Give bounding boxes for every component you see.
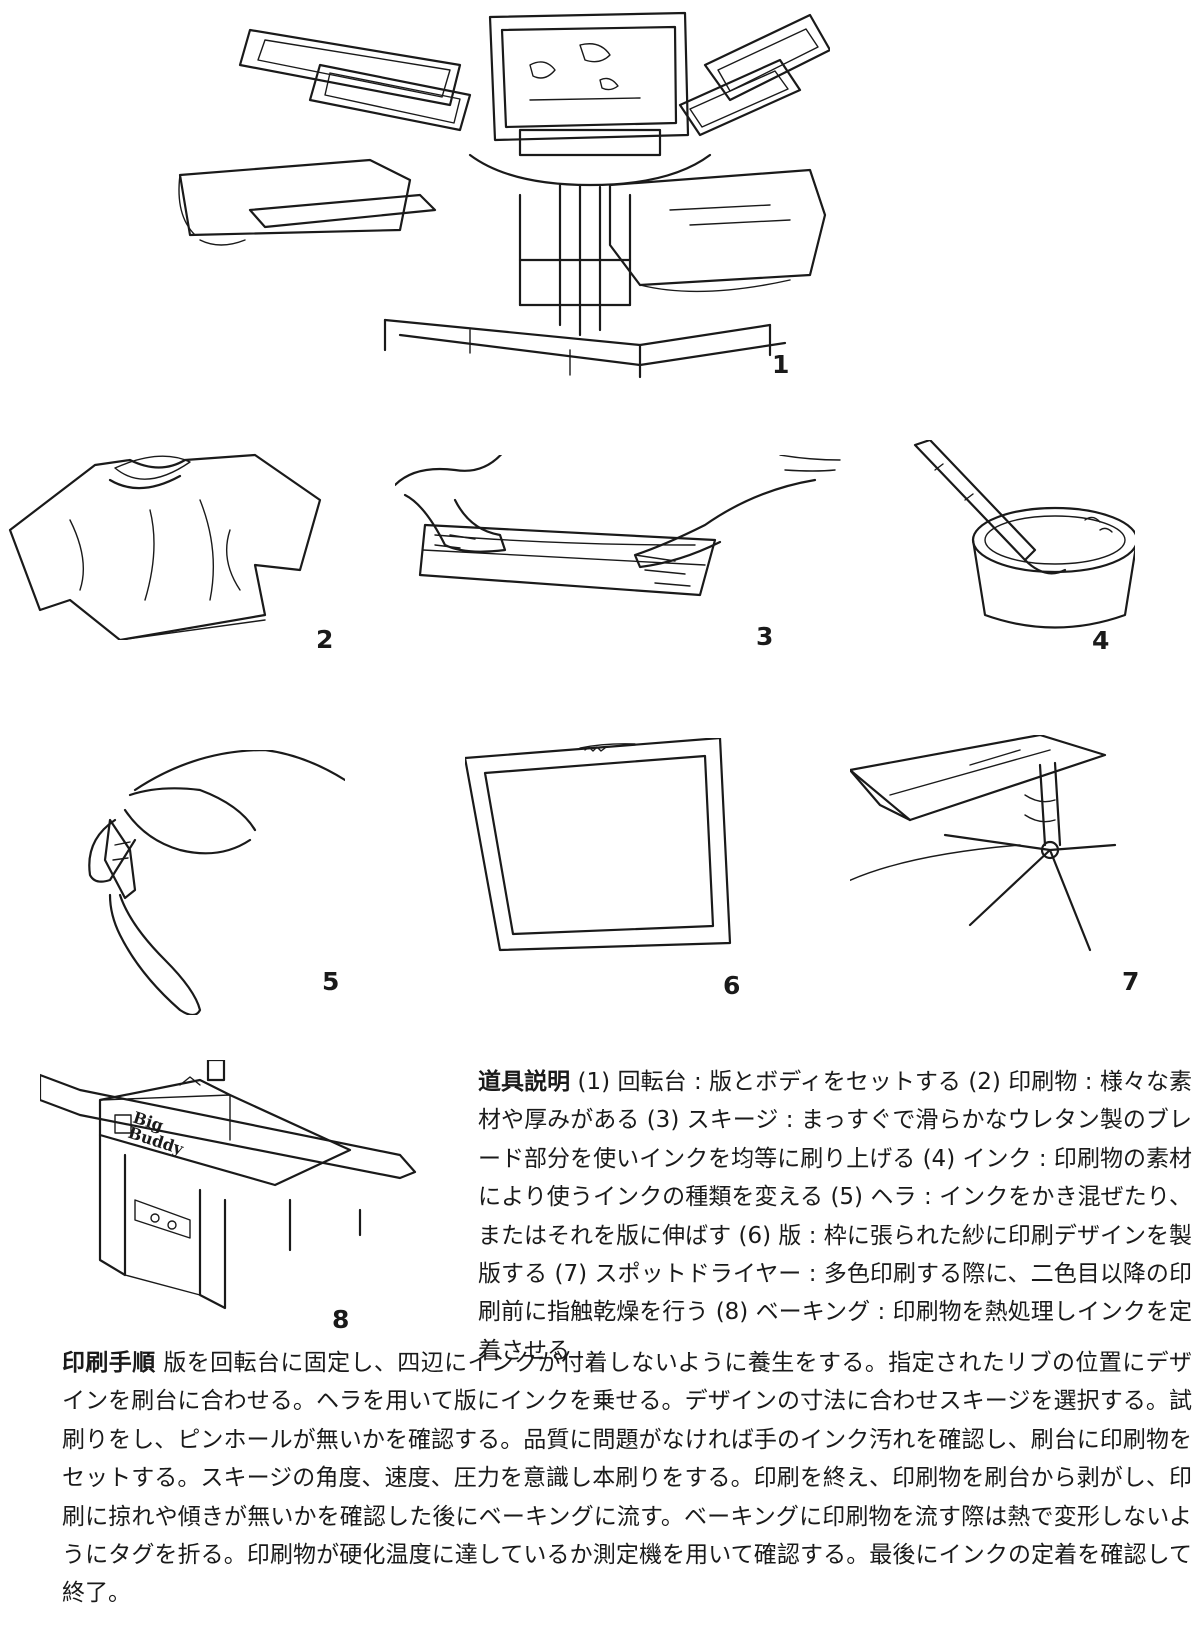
printing-procedure: 印刷手順 版を回転台に固定し、四辺にインクが付着しないように養生をする。指定され… bbox=[62, 1344, 1192, 1613]
figure-number: 3 bbox=[756, 622, 774, 651]
figure-number: 7 bbox=[1122, 967, 1140, 996]
figure-number: 5 bbox=[322, 967, 340, 996]
procedure-heading: 印刷手順 bbox=[62, 1350, 156, 1376]
tshirt-icon bbox=[0, 440, 330, 640]
figure-number: 4 bbox=[1092, 626, 1110, 655]
figure-number: 2 bbox=[316, 625, 334, 654]
procedure-text: 版を回転台に固定し、四辺にインクが付着しないように養生をする。指定されたリブの位… bbox=[62, 1350, 1193, 1607]
figure-number: 8 bbox=[332, 1305, 350, 1334]
tools-heading: 道具説明 bbox=[478, 1069, 571, 1095]
conveyor-dryer-icon: Big Buddy bbox=[40, 1060, 430, 1310]
rotary-press-icon bbox=[170, 5, 830, 390]
squeegee-icon bbox=[395, 455, 855, 615]
spot-dryer-icon bbox=[850, 735, 1130, 970]
ink-can-icon bbox=[905, 440, 1135, 640]
spatula-icon bbox=[75, 750, 345, 1015]
tool-descriptions: 道具説明 (1) 回転台 : 版とボディをセットする (2) 印刷物 : 様々な… bbox=[478, 1063, 1192, 1370]
tools-text: (1) 回転台 : 版とボディをセットする (2) 印刷物 : 様々な素材や厚み… bbox=[478, 1069, 1192, 1364]
figure-number: 6 bbox=[723, 971, 741, 1000]
figure-number: 1 bbox=[772, 350, 790, 379]
screen-frame-icon bbox=[465, 738, 735, 953]
